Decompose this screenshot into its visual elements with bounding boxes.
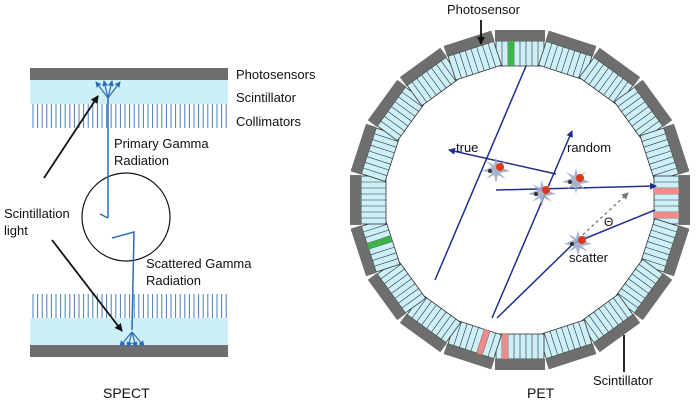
detector-block	[495, 30, 545, 67]
spect-source-mark	[99, 213, 109, 219]
pet-theta-label: Θ	[604, 215, 613, 229]
detector-block	[399, 47, 462, 107]
spect-top-photosensor	[30, 68, 228, 80]
spect-scattered-gamma-ray	[111, 231, 135, 331]
spect-top-light-fan	[95, 80, 121, 99]
pet-caption: PET	[527, 385, 555, 401]
annihilation-marker	[564, 230, 592, 256]
pet-random-line-a	[491, 130, 573, 319]
detector-block	[350, 218, 401, 277]
spect-photosensors-label: Photosensors	[236, 67, 316, 82]
spect-scint-light-label-2: light	[4, 223, 28, 238]
annihilation-marker	[528, 180, 556, 206]
pet-scatter-label: scatter	[569, 250, 609, 265]
spect-panel: Photosensors Scintillator Collimators Pr…	[4, 67, 316, 401]
pet-true-label: true	[456, 140, 478, 155]
spect-caption: SPECT	[103, 385, 150, 401]
spect-bottom-collimators	[32, 294, 227, 318]
pet-random-line-c	[448, 147, 557, 175]
detector-block	[495, 333, 545, 370]
detector-block	[538, 30, 597, 81]
annihilation-marker	[562, 168, 590, 194]
detector-block	[399, 293, 462, 353]
pet-detector-ring	[350, 30, 690, 370]
pet-random-label: random	[567, 140, 611, 155]
pet-panel: Photosensor Scintillator Θ true random s…	[350, 2, 690, 401]
detector-block	[367, 258, 427, 321]
spect-collimators-label: Collimators	[236, 114, 302, 129]
spect-primary-label-1: Primary Gamma	[114, 136, 209, 151]
detector-block	[613, 258, 673, 321]
detector-block	[578, 293, 641, 353]
spect-top-scintillator	[30, 80, 228, 104]
detector-block	[350, 175, 387, 225]
pet-scatter-line	[496, 242, 575, 319]
spect-scintillator-label: Scintillator	[236, 90, 297, 105]
detector-block	[613, 79, 673, 142]
detector-block	[538, 319, 597, 370]
spect-patient-circle	[81, 172, 171, 262]
annihilation-marker	[482, 157, 510, 183]
pet-scintillator-label: Scintillator	[593, 373, 654, 388]
detector-block	[578, 47, 641, 107]
spect-bottom-scintillator	[30, 318, 228, 345]
spect-bottom-light-fan	[119, 331, 145, 348]
spect-scint-light-label-1: Scintillation	[4, 206, 70, 221]
spect-scint-arrow-down	[51, 239, 123, 332]
spect-top-collimators	[32, 104, 227, 128]
spect-scattered-label-2: Radiation	[146, 273, 201, 288]
pet-scatter-original-direction	[573, 192, 629, 244]
spect-primary-label-2: Radiation	[114, 153, 169, 168]
spect-scint-arrow-up	[43, 95, 99, 179]
detector-block	[443, 319, 502, 370]
detector-block	[639, 218, 690, 277]
pet-scatter-deflected	[573, 209, 656, 244]
pet-true-line	[434, 65, 527, 281]
detector-block	[350, 123, 401, 182]
spect-bottom-photosensor	[30, 345, 228, 357]
spect-scattered-label-1: Scattered Gamma	[146, 256, 252, 271]
detector-block	[653, 175, 690, 225]
pet-photosensor-label: Photosensor	[447, 2, 521, 17]
